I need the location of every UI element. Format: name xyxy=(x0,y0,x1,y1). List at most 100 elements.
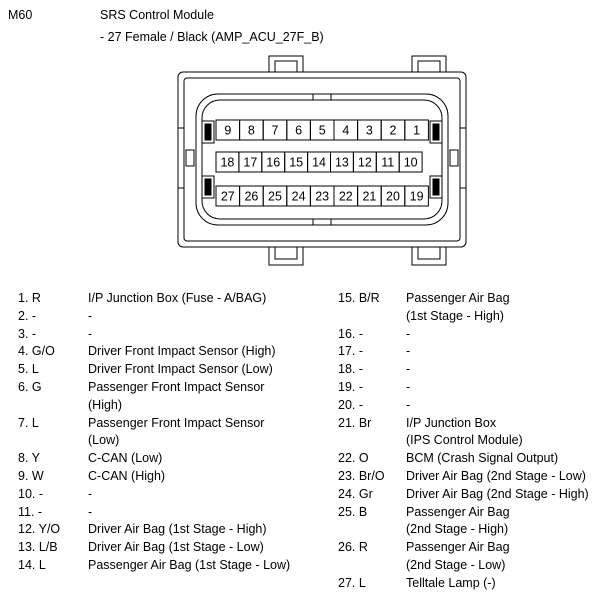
pin-description: - xyxy=(406,362,411,377)
pin-description: Passenger Air Bag xyxy=(406,540,510,555)
pin-number-15: 15 xyxy=(289,156,303,170)
pin-description: (Low) xyxy=(88,433,120,448)
pin-number-18: 18 xyxy=(220,156,234,170)
pin-number-1: 1 xyxy=(413,124,420,138)
module-subtitle: - 27 Female / Black (AMP_ACU_27F_B) xyxy=(100,30,324,44)
pin-description: - xyxy=(88,486,93,501)
pin-description: Telltale Lamp (-) xyxy=(406,575,496,590)
pin-id: 1. R xyxy=(18,291,41,305)
pin-id: 26. R xyxy=(338,540,368,555)
key-top xyxy=(312,93,332,101)
pin-id: 21. Br xyxy=(338,415,372,430)
pin-description: - xyxy=(406,380,411,394)
pin-number-6: 6 xyxy=(295,124,302,138)
module-title: SRS Control Module xyxy=(100,8,214,22)
pin-number-13: 13 xyxy=(335,156,349,170)
pin-number-19: 19 xyxy=(410,190,424,204)
connector-id: M60 xyxy=(8,8,33,22)
pin-description: (High) xyxy=(88,397,123,412)
pin-id: 24. Gr xyxy=(338,486,373,501)
pin-id: 5. L xyxy=(18,362,39,377)
pin-id: 20. - xyxy=(338,397,364,412)
top-tab-right xyxy=(411,55,447,73)
pin-id: 3. - xyxy=(18,326,37,341)
guide-left-top xyxy=(201,120,215,144)
pin-description: - xyxy=(406,344,411,359)
pin-description: Driver Air Bag (1st Stage - High) xyxy=(88,522,267,537)
pin-number-7: 7 xyxy=(272,124,279,138)
pin-number-11: 11 xyxy=(381,156,394,170)
pin-number-22: 22 xyxy=(339,190,353,204)
pin-id: 13. L/B xyxy=(18,540,58,555)
pin-description: (IPS Control Module) xyxy=(406,433,523,448)
pin-number-16: 16 xyxy=(266,156,280,170)
connector-housing-inner xyxy=(183,77,461,242)
pin-description: I/P Junction Box xyxy=(406,415,497,430)
pin-number-4: 4 xyxy=(342,124,349,138)
pin-id: 15. B/R xyxy=(338,291,380,305)
pin-id: 17. - xyxy=(338,344,364,359)
pin-number-9: 9 xyxy=(224,124,231,138)
pin-id: 10. - xyxy=(18,486,44,501)
latch-right xyxy=(449,149,459,167)
pin-number-14: 14 xyxy=(312,156,326,170)
pin-description: C-CAN (Low) xyxy=(88,451,163,466)
pin-description: - xyxy=(88,504,93,519)
pin-id: 25. B xyxy=(338,504,368,519)
pin-cell-1 xyxy=(404,119,429,141)
pin-id: 12. Y/O xyxy=(18,522,61,537)
pin-id: 16. - xyxy=(338,326,364,341)
pin-number-20: 20 xyxy=(386,190,400,204)
pin-cell-10 xyxy=(398,151,423,173)
guide-left-bottom xyxy=(201,175,215,199)
pin-number-25: 25 xyxy=(268,190,282,204)
pin-id: 8. Y xyxy=(18,451,41,466)
bottom-tab-right xyxy=(411,246,447,266)
bottom-tab-left xyxy=(268,246,304,266)
pin-number-21: 21 xyxy=(362,190,376,204)
pin-description: - xyxy=(88,326,93,341)
top-tab-left xyxy=(268,55,304,73)
pin-number-24: 24 xyxy=(292,190,306,204)
pin-description: (1st Stage - High) xyxy=(406,308,504,323)
pin-id: 14. L xyxy=(18,558,46,572)
pin-description: BCM (Crash Signal Output) xyxy=(406,451,559,466)
pin-id: 27. L xyxy=(338,575,366,590)
pin-id: 2. - xyxy=(18,308,37,323)
pin-description: Passenger Air Bag (1st Stage - Low) xyxy=(88,558,291,572)
pin-number-23: 23 xyxy=(315,190,329,204)
pin-id: 6. G xyxy=(18,380,42,394)
pin-id: 4. G/O xyxy=(18,344,55,359)
pin-description: Driver Air Bag (2nd Stage - Low) xyxy=(406,469,586,483)
pin-number-2: 2 xyxy=(390,124,397,138)
pin-id: 18. - xyxy=(338,362,364,377)
pin-description: I/P Junction Box (Fuse - A/BAG) xyxy=(88,291,267,305)
pin-description: Driver Front Impact Sensor (Low) xyxy=(88,362,273,377)
pin-number-10: 10 xyxy=(404,156,418,170)
pin-description: - xyxy=(406,397,411,412)
pin-description: - xyxy=(406,326,411,341)
pin-number-17: 17 xyxy=(243,156,257,170)
pin-id: 7. L xyxy=(18,415,39,430)
pin-description: Driver Air Bag (2nd Stage - High) xyxy=(406,486,589,501)
connector-housing-outer xyxy=(177,71,467,248)
pin-cell-19 xyxy=(404,185,429,207)
pin-number-12: 12 xyxy=(358,156,372,170)
guide-right-bottom xyxy=(429,175,443,199)
pin-description: C-CAN (High) xyxy=(88,469,166,483)
pin-number-8: 8 xyxy=(248,124,255,138)
pin-id: 19. - xyxy=(338,380,364,394)
pin-description: Driver Air Bag (1st Stage - Low) xyxy=(88,540,264,555)
pin-number-27: 27 xyxy=(221,190,235,204)
pin-description: Passenger Air Bag xyxy=(406,291,510,305)
pin-description: Driver Front Impact Sensor (High) xyxy=(88,344,276,359)
pin-description: Passenger Front Impact Sensor xyxy=(88,415,265,430)
pin-description: Passenger Air Bag xyxy=(406,504,510,519)
pin-number-5: 5 xyxy=(319,124,326,138)
pin-description: - xyxy=(88,308,93,323)
pin-number-3: 3 xyxy=(366,124,373,138)
pin-description: (2nd Stage - Low) xyxy=(406,558,506,572)
guide-right-top xyxy=(429,120,443,144)
